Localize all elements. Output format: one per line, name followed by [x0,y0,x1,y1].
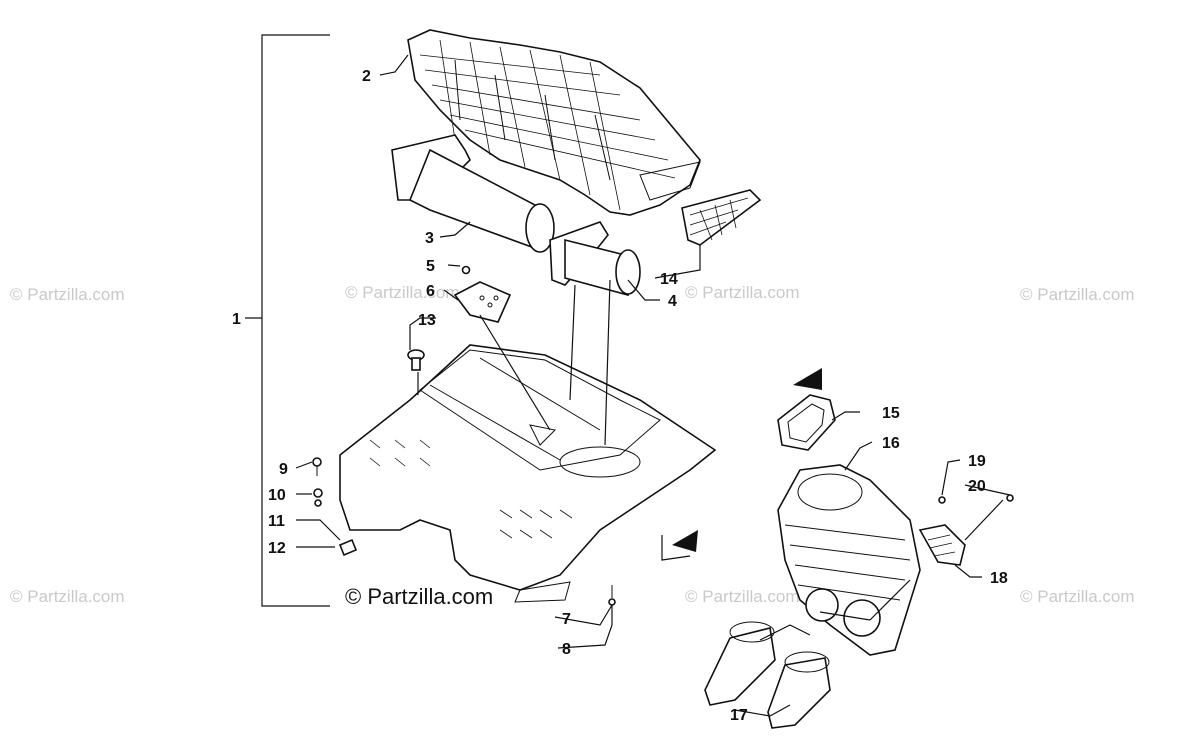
watermark: © Partzilla.com [10,285,125,304]
watermark: © Partzilla.com [1020,587,1135,606]
callout-10: 10 [268,487,286,504]
direction-arrow [672,530,698,552]
callout-4: 4 [668,293,677,310]
callout-12: 12 [268,540,286,557]
intake-adapter-left [704,621,776,706]
watermark: © Partzilla.com [345,283,460,302]
callout-14: 14 [660,271,678,288]
watermark: © Partzilla.com [685,587,800,606]
direction-arrow [793,368,822,390]
callout-17: 17 [730,707,748,724]
callout-20: 20 [968,478,986,495]
intake-screen [681,189,762,246]
intake-gasket [777,394,836,451]
callout-labels: 1 2 3 4 5 6 7 8 9 10 11 12 13 14 15 16 1… [232,68,1008,724]
callout-7: 7 [562,611,571,628]
callout-3: 3 [425,230,434,247]
intake-boot [777,464,921,656]
callout-13: 13 [418,312,436,329]
clamp-plate [918,494,1014,566]
filter-element-small [549,221,641,297]
callout-18: 18 [990,570,1008,587]
callout-8: 8 [562,641,571,658]
push-rivet [407,349,425,371]
callout-2: 2 [362,68,371,85]
callout-9: 9 [279,461,288,478]
callout-19: 19 [968,453,986,470]
watermark: © Partzilla.com [685,283,800,302]
leader-lines [295,54,1011,717]
fastener-stack [312,457,358,557]
airbox-upper-housing [407,29,701,216]
callout-16: 16 [882,435,900,452]
callout-1: 1 [232,311,241,328]
airbox-lower-base [339,344,717,603]
mounting-screw [608,585,616,606]
intake-adapter-right [767,651,831,729]
assembly-bracket [245,34,330,607]
callout-11: 11 [268,513,285,530]
callout-5: 5 [426,258,435,275]
filter-element-large [391,134,555,253]
bracket-plate [453,265,512,323]
watermark: © Partzilla.com [10,587,125,606]
credit-text: © Partzilla.com [345,584,493,609]
callout-15: 15 [882,405,900,422]
callout-6: 6 [426,283,435,300]
watermark: © Partzilla.com [1020,285,1135,304]
